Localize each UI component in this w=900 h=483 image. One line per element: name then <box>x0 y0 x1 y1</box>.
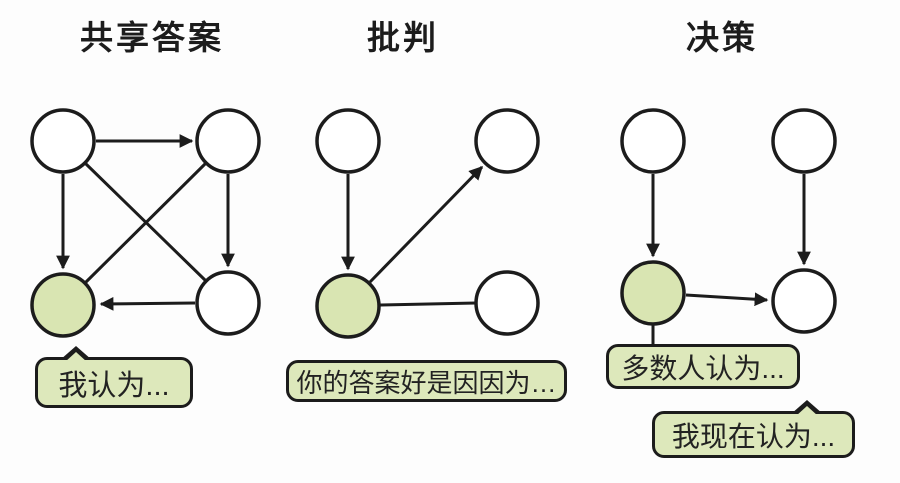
node-circle <box>771 108 837 174</box>
share-answers-graph <box>30 108 261 338</box>
speech-bubble-text: 我认为... <box>58 369 170 402</box>
node-circle-highlighted <box>30 272 96 338</box>
edge-arrow-bl-tr <box>368 165 484 284</box>
node-circle-highlighted <box>620 260 686 326</box>
edge-diagonal-tr-bl <box>83 161 208 285</box>
node-circle-highlighted <box>315 273 381 339</box>
speech-bubble-i-think: 我认为... <box>35 346 193 408</box>
bubble-pointer-up <box>60 346 92 362</box>
speech-bubble-text: 我现在认为... <box>671 420 836 452</box>
edge-arrow-br-bl <box>99 296 196 311</box>
edge-arrow-bl-br <box>685 292 769 307</box>
node-circle <box>30 108 96 174</box>
node-circle <box>474 270 540 336</box>
panel-title-share-answers: 共享答案 <box>80 19 224 56</box>
node-circle <box>315 108 381 174</box>
decision-graph <box>620 108 837 346</box>
node-circle <box>474 108 540 174</box>
bubble-pointer-up <box>791 400 823 416</box>
node-circle <box>195 108 261 174</box>
speech-bubble-majority-thinks: 多数人认为... <box>606 344 800 389</box>
speech-bubble-your-answer: 你的答案好是因因为… <box>286 360 567 402</box>
speech-bubble-i-now-think: 我现在认为... <box>652 400 855 458</box>
node-circle <box>620 108 686 174</box>
speech-bubble-text: 多数人认为... <box>621 352 785 384</box>
speech-bubble-text: 你的答案好是因因为… <box>296 367 557 398</box>
edge-line-bl-br <box>379 301 477 307</box>
node-circle <box>771 268 837 334</box>
panel-title-decision: 决策 <box>686 19 758 56</box>
critique-graph <box>315 108 540 339</box>
panel-title-critique: 批判 <box>367 19 439 56</box>
node-circle <box>195 270 261 336</box>
